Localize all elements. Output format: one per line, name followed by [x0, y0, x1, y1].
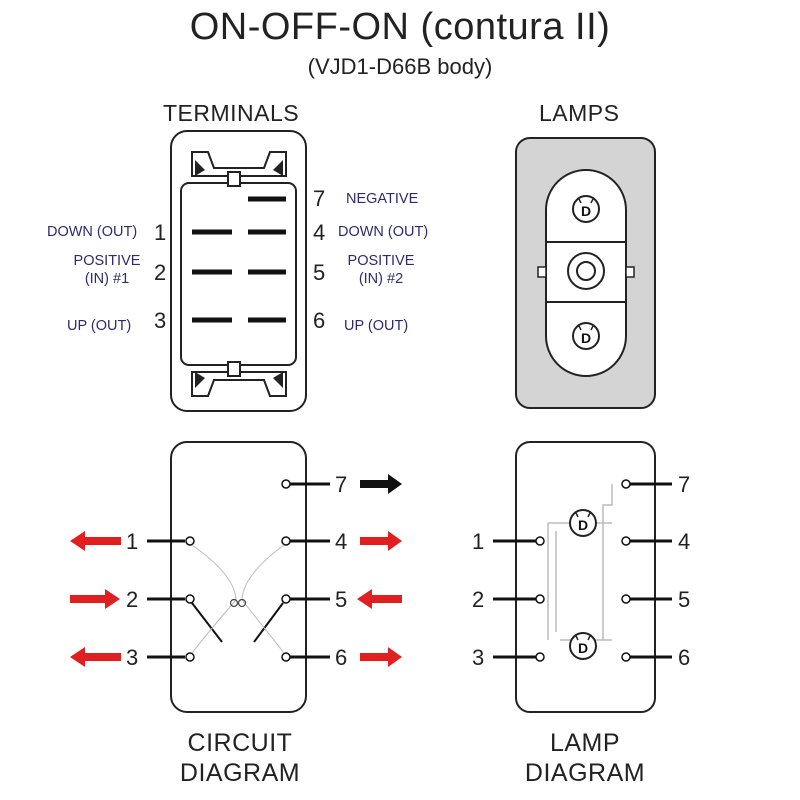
- arrow-left-icon: [70, 647, 121, 667]
- lamp-top-icon: [569, 509, 597, 537]
- lamp-diagram-body: [515, 441, 656, 713]
- circuit-number-3: 3: [126, 645, 139, 670]
- diagram-title: ON-OFF-ON (contura II): [189, 6, 611, 48]
- circuit-caption-line2: DIAGRAM: [179, 759, 301, 787]
- lamp-diagram-top-letter: D: [578, 517, 588, 533]
- lamp-diagram-lamps: D D: [569, 509, 597, 660]
- label-up-out-3: UP (OUT): [67, 318, 132, 334]
- lamp-caption-line2: DIAGRAM: [524, 759, 646, 787]
- lamp-diagram-number-6: 6: [678, 645, 691, 670]
- circuit-number-7: 7: [335, 472, 348, 497]
- terminal-number-3: 3: [154, 308, 167, 333]
- terminal-number-1: 1: [154, 220, 167, 245]
- lamp-bottom-letter: D: [581, 330, 591, 346]
- circuit-caption-line1: CIRCUIT: [187, 729, 293, 757]
- terminals-heading: TERMINALS: [163, 100, 300, 126]
- lamp-diagram-number-3: 3: [472, 645, 485, 670]
- terminal-number-6: 6: [313, 308, 326, 333]
- lamps-heading: LAMPS: [539, 100, 620, 126]
- lamps-switch-body: D D: [515, 137, 656, 409]
- terminal-number-4: 4: [313, 220, 326, 245]
- lamp-top-icon: [572, 195, 600, 223]
- arrow-right-icon: [360, 474, 402, 494]
- label-positive-in-1-line1: POSITIVE: [73, 253, 141, 269]
- label-positive-in-2-line1: POSITIVE: [347, 253, 415, 269]
- lamp-diagram-number-5: 5: [678, 587, 691, 612]
- lamp-diagram-terminals: [493, 479, 672, 662]
- circuit-terminals: [147, 479, 330, 662]
- lamp-bottom-icon: [569, 632, 597, 660]
- label-positive-in-1-line2: (IN) #1: [84, 271, 130, 287]
- lamp-caption-line1: LAMP: [549, 729, 621, 757]
- circuit-switch-body: [170, 441, 307, 713]
- lamp-diagram-number-2: 2: [472, 587, 485, 612]
- lamp-diagram-bottom-letter: D: [578, 640, 588, 656]
- terminal-number-2: 2: [154, 260, 167, 285]
- circuit-number-4: 4: [335, 529, 348, 554]
- lamp-bottom-icon: [572, 322, 600, 350]
- circuit-number-6: 6: [335, 645, 348, 670]
- label-positive-in-2-line2: (IN) #2: [358, 271, 404, 287]
- label-up-out-6: UP (OUT): [344, 318, 409, 334]
- arrow-left-icon: [70, 531, 121, 551]
- lamp-diagram-number-1: 1: [472, 529, 485, 554]
- circuit-number-5: 5: [335, 587, 348, 612]
- label-down-out-1: DOWN (OUT): [47, 224, 138, 240]
- lamp-top-letter: D: [581, 203, 591, 219]
- terminal-number-5: 5: [313, 260, 326, 285]
- lamp-diagram-caption: LAMP DIAGRAM: [505, 728, 665, 788]
- arrow-right-icon: [360, 647, 402, 667]
- terminal-pins: [192, 196, 286, 323]
- arrow-right-icon: [360, 531, 402, 551]
- arrow-right-icon: [70, 589, 120, 609]
- label-down-out-4: DOWN (OUT): [338, 224, 429, 240]
- terminal-number-7: 7: [313, 186, 326, 211]
- label-positive-in-2: POSITIVE (IN) #2: [340, 252, 422, 288]
- lamp-diagram-number-4: 4: [678, 529, 691, 554]
- lamp-diagram-number-7: 7: [678, 472, 691, 497]
- diagram-subtitle: (VJD1-D66B body): [307, 54, 493, 79]
- circuit-number-2: 2: [126, 587, 139, 612]
- circuit-faint-paths: [191, 544, 285, 654]
- label-positive-in-1: POSITIVE (IN) #1: [66, 252, 148, 288]
- circuit-diagram-caption: CIRCUIT DIAGRAM: [150, 728, 330, 788]
- circuit-arrows: [70, 474, 402, 667]
- lamp-diagram-wiring: [547, 484, 613, 641]
- label-negative: NEGATIVE: [346, 191, 419, 207]
- arrow-left-icon: [357, 589, 402, 609]
- circuit-number-1: 1: [126, 529, 139, 554]
